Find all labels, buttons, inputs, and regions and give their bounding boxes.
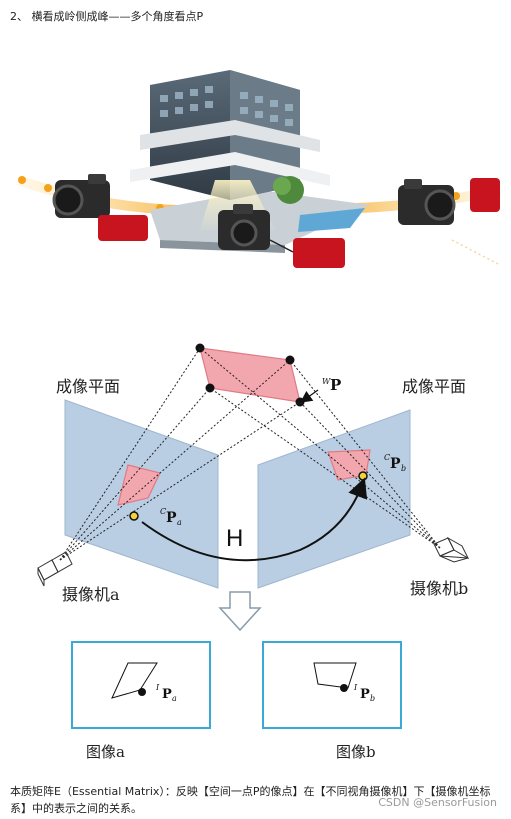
world-point-label: P bbox=[330, 376, 341, 394]
transform-label: H bbox=[226, 525, 243, 552]
img-point-b-sub: b bbox=[370, 694, 375, 703]
cam-point-a-label: P bbox=[166, 510, 177, 526]
camera-b-icon bbox=[433, 536, 470, 563]
img-point-a-label: P bbox=[162, 687, 172, 702]
cam-point-a-marker bbox=[129, 511, 139, 521]
world-point-quad bbox=[199, 347, 301, 403]
img-point-a-sub: a bbox=[172, 694, 177, 703]
essential-matrix-diagram: 成像平面 成像平面 W P C P a C P b H 摄像机a 摄像机b I … bbox=[37, 343, 470, 761]
world-point-pointer bbox=[300, 389, 319, 403]
cam-point-a-sub: a bbox=[177, 518, 182, 527]
image-a-label: 图像a bbox=[86, 743, 125, 761]
camera-left-icon bbox=[52, 174, 148, 241]
camera-b-label: 摄像机b bbox=[410, 579, 468, 598]
plane-right-label: 成像平面 bbox=[402, 377, 466, 396]
camera-a-label: 摄像机a bbox=[62, 585, 120, 604]
cam-point-b-sup: C bbox=[384, 453, 390, 462]
plane-left-label: 成像平面 bbox=[56, 377, 120, 396]
projected-quad-left bbox=[117, 464, 161, 506]
img-point-b-sup: I bbox=[353, 683, 358, 692]
cam-point-b-label: P bbox=[390, 456, 401, 472]
camera-right-icon bbox=[398, 178, 500, 225]
cam-point-a-sup: C bbox=[160, 507, 166, 516]
down-arrow-icon bbox=[218, 591, 262, 632]
essential-matrix-caption: 本质矩阵E（Essential Matrix）：反映【空间一点P的像点】在【不同… bbox=[10, 785, 491, 815]
cam-point-b-marker bbox=[358, 471, 368, 481]
section-heading: 2、 横看成岭侧成峰——多个角度看点P bbox=[10, 10, 204, 23]
image-b-label: 图像b bbox=[336, 743, 376, 761]
watermark: CSDN @SensorFusion bbox=[378, 796, 497, 809]
camera-a-icon bbox=[37, 551, 73, 587]
world-point-sup: W bbox=[322, 377, 331, 386]
transform-arrow bbox=[141, 477, 368, 562]
cam-point-b-sub: b bbox=[401, 464, 406, 473]
image-point-b-marker bbox=[340, 684, 348, 692]
imaging-plane-right bbox=[257, 409, 411, 589]
img-point-b-label: P bbox=[360, 687, 370, 702]
multi-view-illustration bbox=[16, 70, 502, 268]
image-point-a-marker bbox=[138, 688, 146, 696]
img-point-a-sup: I bbox=[155, 683, 160, 692]
camera-center-icon bbox=[218, 204, 345, 268]
image-quad-b bbox=[313, 662, 357, 689]
